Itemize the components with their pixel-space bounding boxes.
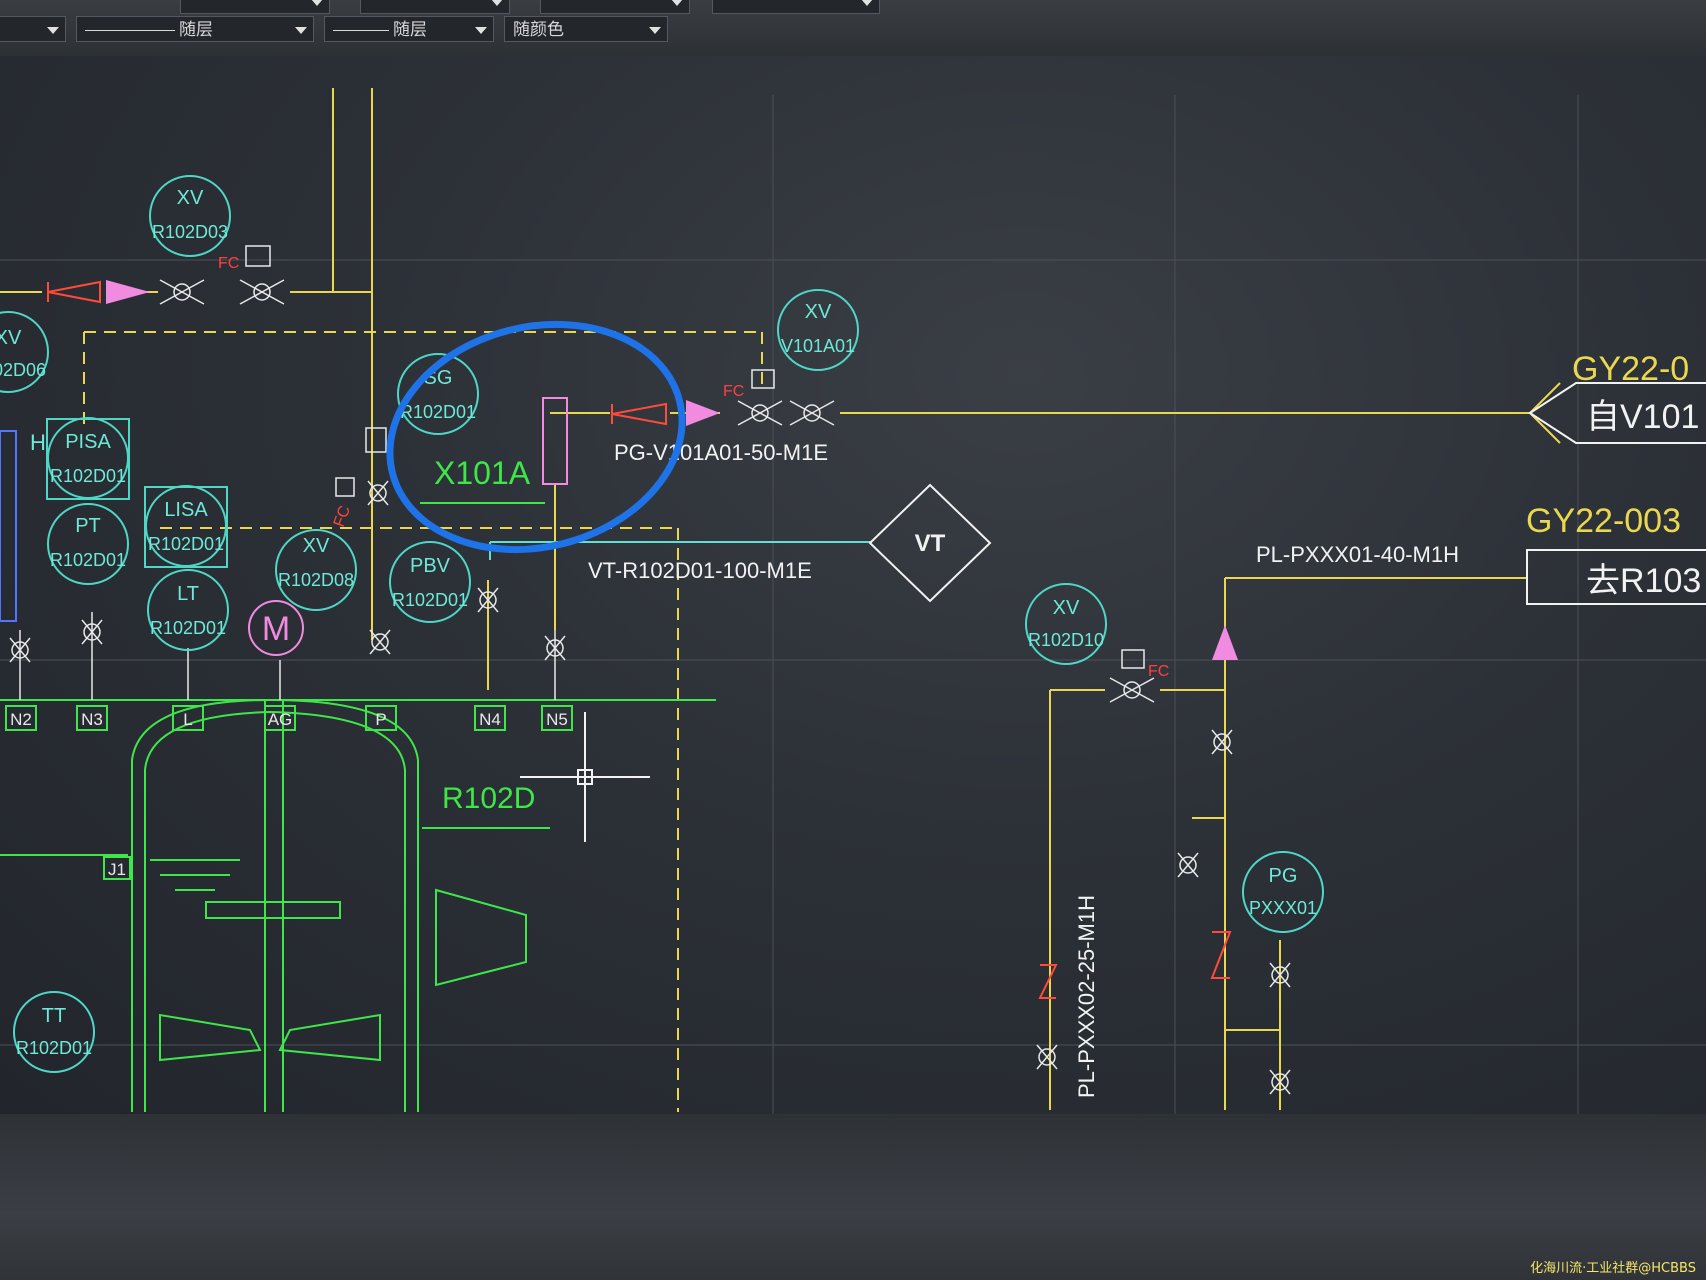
blue-line-box	[0, 430, 17, 622]
lineweight-dropdown[interactable]: 随层	[324, 16, 494, 42]
style-dropdown-4[interactable]	[712, 0, 880, 14]
nozzle-n3: N3	[81, 710, 103, 729]
linetype-value: 随层	[179, 20, 213, 40]
line-number-labels: PG-V101A01-50-M1E VT-R102D01-100-M1E PL-…	[588, 440, 1459, 1098]
style-dropdown-2[interactable]	[360, 0, 510, 14]
xv-r102d03-loop: R102D03	[152, 222, 228, 242]
chevron-down-icon	[475, 27, 487, 34]
properties-toolbar: 随层 随层 随颜色	[0, 0, 1706, 56]
line-label-pl-40: PL-PXXX01-40-M1H	[1256, 542, 1459, 567]
xv-v101a01-func: XV	[805, 301, 832, 323]
watermark: 化海川流·工业社群@HCBBS	[1530, 1261, 1696, 1276]
lt-r102d01-func: LT	[177, 583, 199, 605]
annotation-circle	[386, 320, 686, 554]
pt-r102d01-func: PT	[75, 515, 101, 537]
grid-lines	[0, 95, 1706, 1114]
xv-r102d03-func: XV	[177, 187, 204, 209]
linetype-dropdown[interactable]: 随层	[76, 16, 314, 42]
dashed-boundary	[83, 331, 763, 1112]
pt-r102d01-loop: R102D01	[50, 550, 126, 570]
pid-drawing: N2 N3 L AG P N4 N5 J1 FC FC FC FC	[0, 88, 1706, 1114]
xv-r102d08-loop: R102D08	[278, 570, 354, 590]
nozzle-l: L	[183, 710, 192, 729]
pg-pxxx01-func: PG	[1269, 865, 1298, 887]
lineweight-preview	[333, 29, 389, 31]
lisa-r102d01-func: LISA	[164, 499, 208, 521]
gy22-mid-dest: 去R103	[1586, 562, 1701, 600]
nozzle-j1: J1	[108, 860, 126, 879]
gy22-top-dest: 自V101	[1586, 398, 1699, 436]
vt-label: VT	[915, 530, 946, 557]
nozzles	[5, 705, 573, 880]
line-label-vt: VT-R102D01-100-M1E	[588, 558, 812, 583]
valve-symbols	[9, 245, 1291, 1095]
fc-label-2: FC	[723, 383, 744, 400]
status-bar: 化海川流·工业社群@HCBBS	[0, 1114, 1706, 1280]
instrument-tags: XV R102D03 XV R102D06 SG R102D01 XV V101…	[0, 187, 1317, 1058]
xv-r102d10-loop: R102D10	[1028, 630, 1104, 650]
nozzle-n4: N4	[479, 710, 501, 729]
xv-r102d06-func: XV	[0, 327, 22, 349]
fc-label-3: FC	[1148, 663, 1169, 680]
lineweight-value: 随层	[393, 20, 427, 40]
color-dropdown[interactable]: 随颜色	[504, 16, 668, 42]
vessel-r102d	[0, 502, 716, 1112]
xv-r102d08-func: XV	[303, 535, 330, 557]
xv-r102d10-func: XV	[1053, 597, 1080, 619]
tt-r102d01-loop: R102D01	[16, 1038, 92, 1058]
crosshair-cursor-icon	[520, 712, 650, 842]
chevron-down-icon	[649, 27, 661, 34]
check-valves	[47, 280, 1232, 999]
color-value: 随颜色	[513, 20, 564, 40]
nozzle-n2: N2	[10, 710, 32, 729]
tt-r102d01-func: TT	[42, 1005, 66, 1027]
gy22-mid-code: GY22-003	[1526, 502, 1681, 540]
nozzle-ag: AG	[268, 710, 293, 729]
style-dropdown-3[interactable]	[540, 0, 690, 14]
reducers	[106, 280, 1238, 660]
xv-v101a01-loop: V101A01	[781, 336, 855, 356]
chevron-down-icon	[295, 27, 307, 34]
pbv-r102d01-func: PBV	[410, 555, 451, 577]
vessel-tag-r102d: R102D	[442, 782, 535, 815]
motor-label: M	[262, 610, 290, 648]
pg-pxxx01-loop: PXXX01	[1249, 898, 1317, 918]
linetype-preview	[85, 29, 175, 31]
sight-glass	[542, 397, 568, 485]
style-dropdown-1[interactable]	[180, 0, 330, 14]
offpage-labels: GY22-0 自V101 GY22-003 去R103	[1526, 350, 1701, 600]
pisa-r102d01-loop: R102D01	[50, 466, 126, 486]
h-label: H	[30, 430, 46, 455]
equipment-tag-x101a: X101A	[434, 455, 531, 491]
pisa-r102d01-func: PISA	[65, 431, 111, 453]
line-label-pl-25: PL-PXXX02-25-M1H	[1074, 895, 1099, 1098]
offpage-connectors	[1526, 382, 1706, 605]
nozzle-p: P	[375, 710, 386, 729]
fc-label-1: FC	[218, 255, 239, 272]
instrument-bubbles	[0, 175, 1324, 1073]
layer-dropdown[interactable]	[0, 16, 66, 42]
xv-r102d06-loop: R102D06	[0, 360, 46, 380]
sg-r102d01-loop: R102D01	[400, 402, 476, 422]
lisa-r102d01-loop: R102D01	[148, 534, 224, 554]
vt-diamond	[868, 483, 992, 603]
gy22-top-code: GY22-0	[1572, 350, 1689, 388]
process-lines	[0, 88, 1561, 1110]
line-label-pg: PG-V101A01-50-M1E	[614, 440, 828, 465]
lt-r102d01-loop: R102D01	[150, 618, 226, 638]
nozzle-labels: N2 N3 L AG P N4 N5 J1	[10, 710, 568, 879]
pbv-r102d01-loop: R102D01	[392, 590, 468, 610]
fc-labels: FC FC FC FC	[218, 255, 1169, 680]
nozzle-n5: N5	[546, 710, 568, 729]
motor-circle	[248, 600, 304, 656]
fc-label-4: FC	[331, 504, 354, 530]
drawing-canvas[interactable]: N2 N3 L AG P N4 N5 J1 FC FC FC FC	[0, 56, 1706, 1114]
